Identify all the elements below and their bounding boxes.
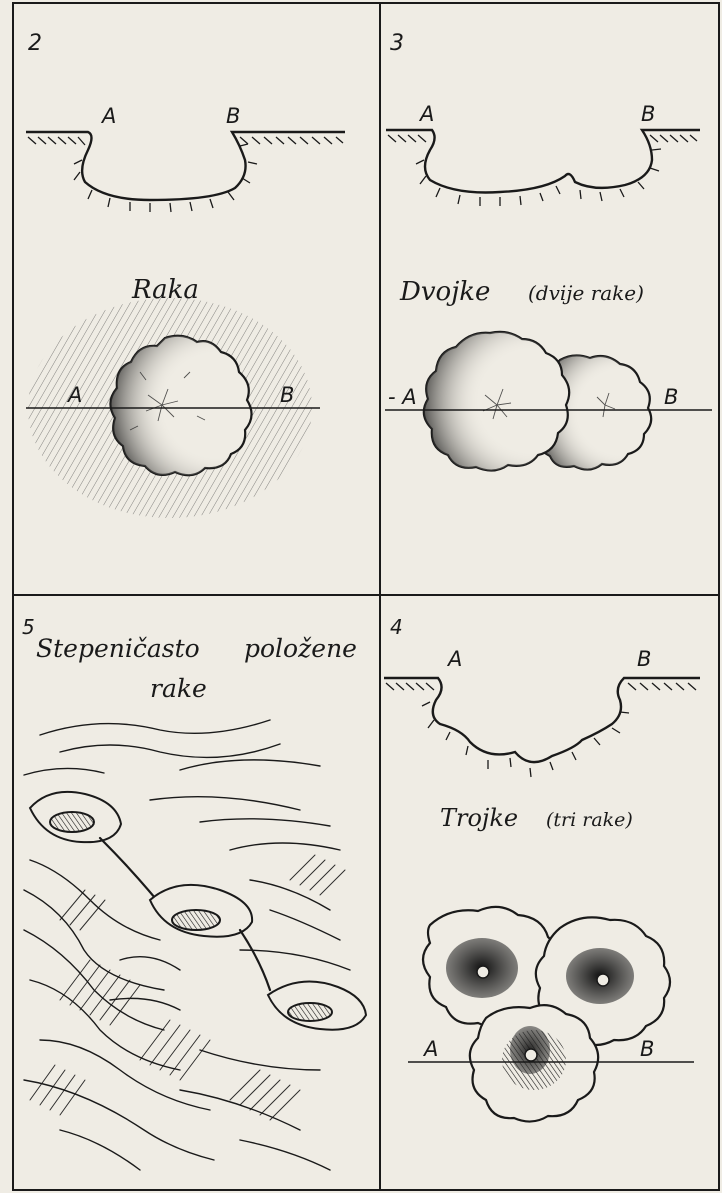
profile-label-a: A xyxy=(446,647,462,671)
panel-title-line1: Stepeničasto xyxy=(36,634,200,663)
panel-subtitle: (dvije rake) xyxy=(528,281,644,305)
plan-label-a: A xyxy=(422,1037,438,1061)
profile-label-a: A xyxy=(418,102,434,126)
panel-number: 5 xyxy=(22,615,35,639)
profile-label-b: B xyxy=(226,104,240,128)
plan-view: A B xyxy=(408,907,694,1122)
panel-title-line2: rake xyxy=(150,674,207,703)
plan-view: A B xyxy=(26,298,320,518)
panel-subtitle: (tri rake) xyxy=(546,809,633,831)
panel-4: 4 A B Trojke (tri rake) xyxy=(384,615,700,1122)
plan-label-b: B xyxy=(664,385,678,409)
profile-label-b: B xyxy=(637,647,651,671)
plan-label-b: B xyxy=(640,1037,654,1061)
panel-number: 2 xyxy=(28,31,42,56)
profile-section: A B xyxy=(386,102,700,206)
panel-title: Trojke xyxy=(440,804,518,832)
profile-section: A B xyxy=(384,647,700,777)
panel-title-line1b: položene xyxy=(244,634,357,663)
panel-number: 3 xyxy=(390,31,404,56)
panel-2: 2 A B Raka A B xyxy=(26,31,345,518)
plan-label-a: - A xyxy=(388,385,417,409)
panel-title: Dvojke xyxy=(399,277,490,307)
profile-label-a: A xyxy=(100,104,116,128)
profile-label-b: B xyxy=(641,102,655,126)
profile-section: A B xyxy=(26,104,345,212)
panel-5: 5 Stepeničasto položene rake xyxy=(22,615,366,1170)
plan-view: - A B xyxy=(385,332,712,471)
plan-label-a: A xyxy=(66,383,82,407)
panel-3: 3 A B Dvojke (dvije rake) - A B xyxy=(385,31,712,471)
plan-label-b: B xyxy=(280,383,294,407)
panel-number: 4 xyxy=(390,615,403,639)
terrain-sketch xyxy=(24,720,366,1170)
